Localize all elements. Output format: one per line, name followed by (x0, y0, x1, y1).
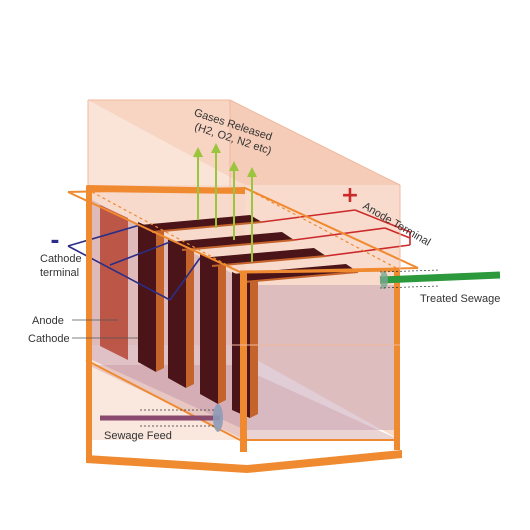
cathode-terminal-label-line2: terminal (40, 267, 79, 279)
cathode-terminal-label-line1: Cathode (40, 253, 82, 265)
electrode-top-edge (243, 271, 359, 283)
leader-lines (72, 319, 138, 339)
electrode-top (140, 215, 262, 232)
electrode-top (170, 232, 294, 250)
treated-sewage-pipe (379, 269, 501, 289)
cathode-wiring (67, 224, 201, 301)
electrode-top-edge (151, 221, 263, 233)
electrode-edge (218, 258, 226, 404)
cathode-minus-sign: - (50, 229, 59, 254)
anode-wiring (261, 209, 411, 257)
electrode-plate (168, 238, 186, 388)
cathode-label: Cathode (28, 333, 70, 345)
electrode-plate (100, 205, 128, 360)
outer-box-edges (87, 99, 401, 346)
tank-liquid (245, 285, 400, 430)
tank-frame (67, 185, 419, 473)
gas-arrows (193, 143, 257, 262)
tank-hidden-edges (91, 187, 401, 273)
sewage-feed-pipe (100, 404, 223, 432)
electrode-edge (250, 276, 258, 418)
electrode-top-edge (181, 239, 295, 251)
electrode-tops (140, 215, 359, 283)
electrode-plate (138, 222, 156, 372)
treated-sewage-label: Treated Sewage (420, 293, 500, 305)
electrode-edge (186, 242, 194, 388)
anode-plus-sign: + (341, 183, 359, 208)
sewage-feed-label: Sewage Feed (104, 430, 172, 442)
anode-label: Anode (32, 315, 64, 327)
electrode-top-edge (211, 255, 327, 267)
electrode-plate (200, 254, 218, 404)
electrode-top (232, 264, 358, 282)
electrode-edge (156, 226, 164, 372)
electrode-top (200, 248, 326, 266)
